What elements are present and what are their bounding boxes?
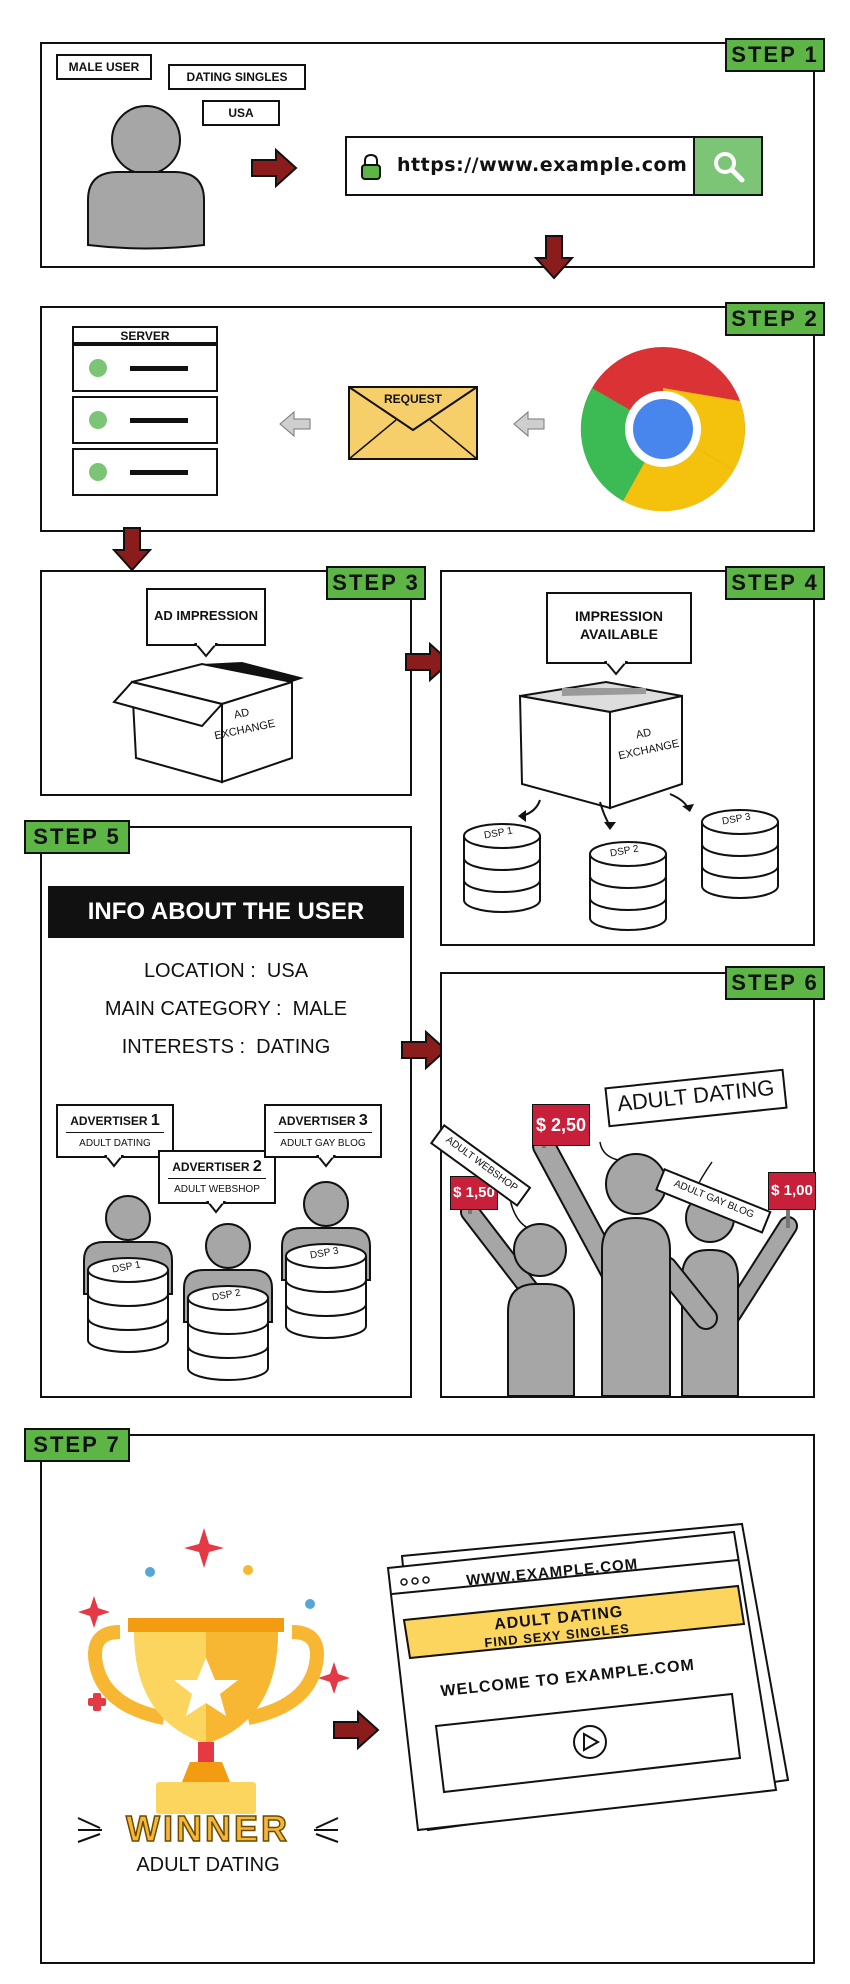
bubble-tail-3 (103, 1154, 125, 1168)
info-category: MAIN CATEGORY : MALE (104, 998, 348, 1020)
user-avatar (87, 105, 205, 250)
tag-usa: USA (202, 100, 280, 126)
advertiser-blog: ADULT GAY BLOG (280, 1138, 366, 1149)
info-banner: INFO ABOUT THE USER (48, 886, 404, 938)
trophy-icon (78, 1528, 350, 1814)
bubble-tail-2 (603, 660, 629, 676)
server-rack: SERVER (72, 326, 218, 496)
tag-dating-singles: DATING SINGLES (168, 64, 306, 90)
bid-sign-2: $ 2,50 (532, 1104, 590, 1146)
advertiser-blog: ADULT WEBSHOP (174, 1184, 260, 1195)
chrome-logo (580, 347, 745, 512)
advertiser-blog: ADULT DATING (79, 1138, 151, 1149)
curved-arrows (518, 793, 694, 830)
database-icon (463, 823, 541, 913)
dsp-stack-2: DSP 2 (588, 840, 668, 932)
gray-arrow-icon (279, 410, 311, 438)
bubble-line-2: AVAILABLE (579, 626, 659, 642)
advertiser-3-bubble: ADVERTISER 3 ADULT GAY BLOG (264, 1104, 382, 1158)
person-icon (83, 1195, 173, 1353)
step4-badge: STEP 4 (725, 566, 825, 600)
step3-badge: STEP 3 (326, 566, 426, 600)
advertiser-3-figure: DSP 3 (278, 1180, 374, 1344)
arrow-icon-4 (333, 1711, 379, 1749)
step2-badge: STEP 2 (725, 302, 825, 336)
server-units (72, 344, 218, 496)
database-icon (589, 841, 667, 931)
person-icon (183, 1223, 273, 1381)
info-location: LOCATION : USA (143, 960, 309, 982)
search-icon (714, 152, 745, 183)
step1-badge: STEP 1 (725, 38, 825, 72)
bubble-text: AD IMPRESSION (153, 608, 258, 623)
bubble-tail-4 (205, 1200, 227, 1214)
advertiser-1-figure: DSP 1 (80, 1194, 176, 1358)
down-arrow-icon (535, 235, 573, 279)
info-interests: INTERESTS : DATING (121, 1036, 331, 1058)
impression-available-bubble: IMPRESSION AVAILABLE (546, 592, 692, 664)
winner-rays (77, 1817, 339, 1843)
ad-impression-bubble: AD IMPRESSION (146, 588, 266, 646)
bubble-tail (193, 642, 219, 658)
step7-badge: STEP 7 (24, 1428, 130, 1462)
url-text: https://www.example.com (397, 154, 688, 176)
box-icon-2 (518, 680, 683, 810)
request-envelope: REQUEST (348, 386, 478, 460)
gray-arrow-icon-2 (513, 410, 545, 438)
down-arrow-icon-2 (113, 527, 151, 571)
server-label: SERVER (72, 326, 218, 344)
envelope-icon (348, 386, 478, 460)
step6-badge: STEP 6 (725, 966, 825, 1000)
bid-sign-3: $ 1,00 (768, 1172, 816, 1210)
arrow-icon (251, 149, 297, 187)
lock-icon (361, 153, 381, 180)
search-button[interactable] (693, 138, 761, 194)
person-icon (281, 1181, 371, 1339)
dsp-stack-1: DSP 1 (462, 822, 542, 914)
browser-frame (386, 1522, 790, 1832)
advertiser-title: ADVERTISER 2 (172, 1158, 262, 1175)
bubble-line-1: IMPRESSION (575, 608, 663, 624)
box-icon (112, 662, 304, 784)
advertiser-1-bubble: ADVERTISER 1 ADULT DATING (56, 1104, 174, 1158)
advertiser-title: ADVERTISER 1 (70, 1112, 160, 1129)
winner-subtitle: ADULT DATING (136, 1854, 280, 1876)
winner-title: WINNER (125, 1807, 290, 1850)
step5-badge: STEP 5 (24, 820, 130, 854)
advertiser-2-figure: DSP 2 (180, 1222, 276, 1386)
bidders-illustration (460, 1130, 798, 1397)
tag-male-user: MALE USER (56, 54, 152, 80)
bubble-tail-5 (315, 1154, 337, 1168)
dsp-stack-3: DSP 3 (700, 808, 780, 900)
request-label: REQUEST (383, 392, 442, 406)
advertiser-title: ADVERTISER 3 (278, 1112, 368, 1129)
database-icon (701, 809, 779, 899)
browser-window: WWW.EXAMPLE.COM ADULT DATING FIND SEXY S… (384, 1522, 790, 1832)
play-button[interactable] (570, 1696, 610, 1736)
url-bar[interactable]: https://www.example.com (345, 136, 763, 196)
